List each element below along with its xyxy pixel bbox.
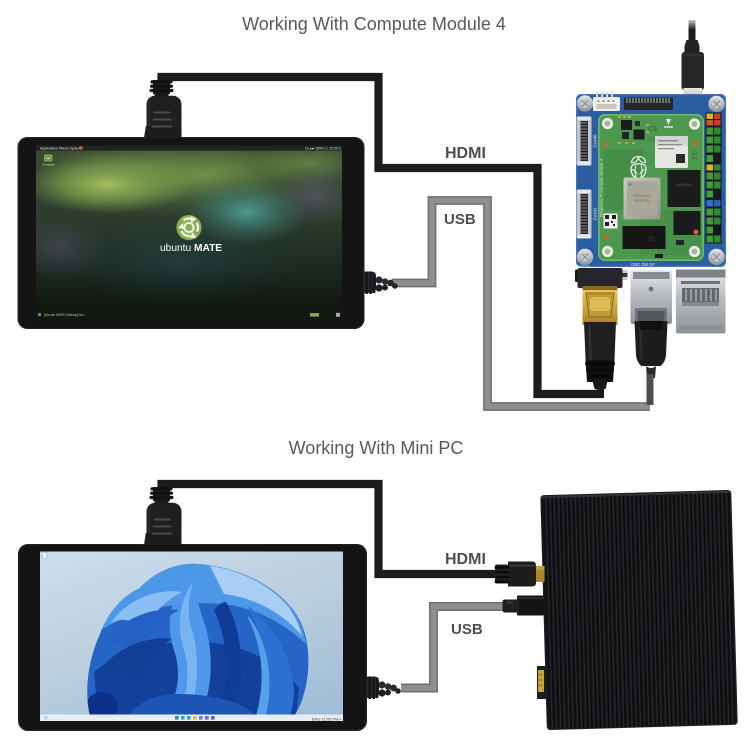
svg-text:CE: CE	[649, 137, 657, 143]
svg-text:CAM1: CAM1	[593, 207, 598, 220]
svg-text:CAM0: CAM0	[593, 134, 598, 147]
svg-text:CE: CE	[648, 124, 658, 133]
svg-text:en ▴◂▪ 100% ⬛ 11:03 ⏻: en ▴◂▪ 100% ⬛ 11:03 ⏻	[305, 147, 341, 151]
svg-text:GND DM DP: GND DM DP	[631, 262, 655, 267]
svg-text:ENG 11:05 PM ▪: ENG 11:05 PM ▪	[312, 716, 342, 721]
svg-text:RP3A0-AU: RP3A0-AU	[633, 194, 651, 198]
svg-text:FC: FC	[692, 150, 699, 159]
svg-text:HDMI: HDMI	[621, 289, 626, 300]
svg-text:SAMSUNG: SAMSUNG	[675, 183, 693, 187]
svg-text:OFF ON: OFF ON	[577, 265, 590, 269]
svg-text:HDMI: HDMI	[445, 145, 486, 162]
svg-text:Raspberry Pi Compute Module 4: Raspberry Pi Compute Module 4	[599, 158, 604, 217]
svg-text:USB 1/2: USB 1/2	[672, 293, 677, 310]
svg-text:HDMI: HDMI	[445, 551, 486, 568]
svg-text:USB: USB	[444, 211, 476, 228]
svg-text:ubuntu MATE: ubuntu MATE	[160, 243, 222, 254]
svg-text:Working With Compute Module 4: Working With Compute Module 4	[242, 14, 506, 34]
svg-text:Computer: Computer	[43, 163, 55, 167]
svg-text:Applications Places System: Applications Places System	[40, 147, 81, 151]
svg-text:USB: USB	[451, 621, 483, 638]
svg-text:Working With Mini PC: Working With Mini PC	[289, 438, 464, 458]
svg-text:[Ubuntu MATE Desktop] Mo…: [Ubuntu MATE Desktop] Mo…	[44, 313, 87, 317]
svg-text:BCM2711: BCM2711	[634, 199, 650, 203]
